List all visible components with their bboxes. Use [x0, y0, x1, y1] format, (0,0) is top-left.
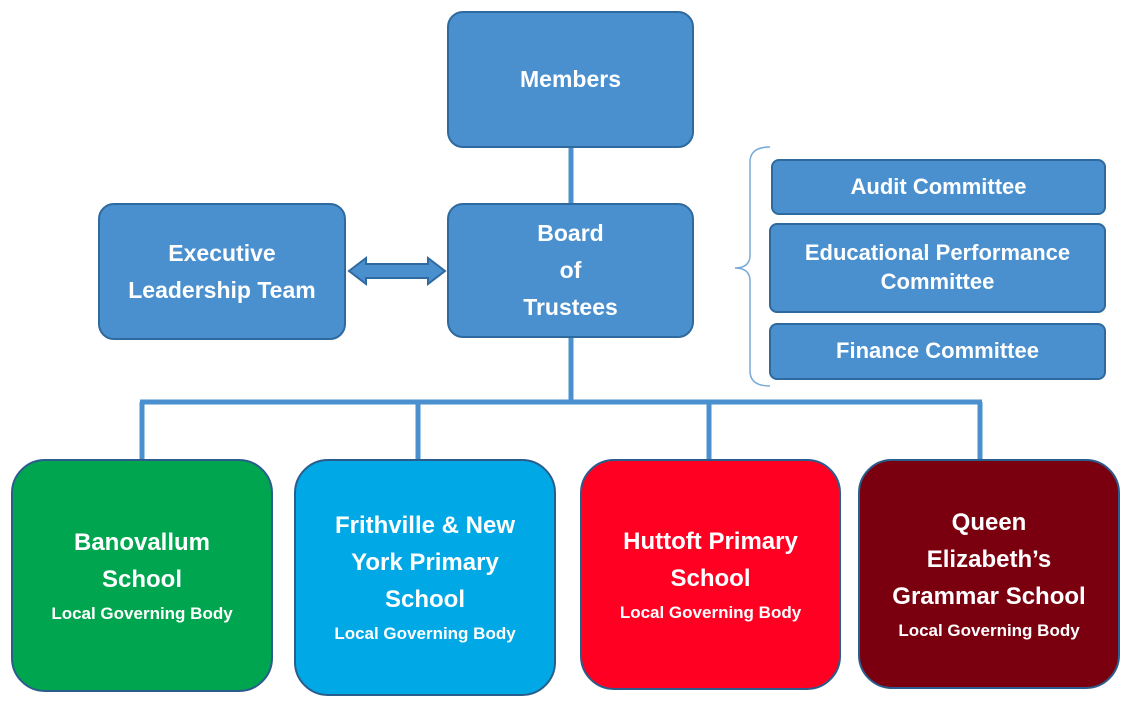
school-box-huttoft: Huttoft Primary School Local Governing B… [580, 459, 841, 690]
school-box-queen-elizabeths: Queen Elizabeth’s Grammar School Local G… [858, 459, 1120, 689]
committee-brace [734, 146, 771, 387]
double-arrow-icon [347, 255, 447, 287]
educational-performance-committee-box: Educational Performance Committee [769, 223, 1106, 313]
school-name-line: Frithville & New [334, 512, 516, 539]
educational-committee-label-line-2: Committee [880, 269, 995, 294]
school-name-line: Queen [951, 508, 1027, 536]
school-name-line: Huttoft Primary [623, 527, 798, 555]
school-name-line: York Primary [351, 549, 499, 576]
school-name-line: Grammar School [892, 582, 1086, 610]
school-subtitle: Local Governing Body [51, 603, 233, 623]
school-name-line: Elizabeth’s [926, 545, 1052, 573]
school-name-line: Banovallum [73, 528, 211, 556]
board-label-line-3: Trustees [523, 294, 618, 320]
executive-leadership-box: Executive Leadership Team [98, 203, 346, 340]
school-subtitle: Local Governing Body [619, 602, 802, 622]
board-label-line-1: Board [537, 220, 604, 246]
executive-label-line-1: Executive [168, 239, 276, 266]
finance-committee-box: Finance Committee [769, 323, 1106, 380]
audit-committee-box: Audit Committee [771, 159, 1106, 215]
members-box: Members [447, 11, 694, 148]
school-box-frithville-new-york: Frithville & New York Primary School Loc… [294, 459, 556, 696]
school-name-line: School [670, 564, 751, 592]
board-of-trustees-box: Board of Trustees [447, 203, 694, 338]
members-label: Members [520, 66, 621, 92]
executive-label-line-2: Leadership Team [128, 276, 316, 303]
audit-committee-label: Audit Committee [850, 173, 1027, 199]
board-label-line-2: of [559, 257, 582, 283]
school-subtitle: Local Governing Body [334, 624, 516, 643]
school-name-line: School [101, 565, 182, 593]
educational-committee-label-line-1: Educational Performance [804, 240, 1071, 266]
school-subtitle: Local Governing Body [898, 620, 1080, 640]
school-name-line: School [384, 586, 465, 613]
school-box-banovallum: Banovallum School Local Governing Body [11, 459, 273, 692]
finance-committee-label: Finance Committee [836, 338, 1039, 364]
